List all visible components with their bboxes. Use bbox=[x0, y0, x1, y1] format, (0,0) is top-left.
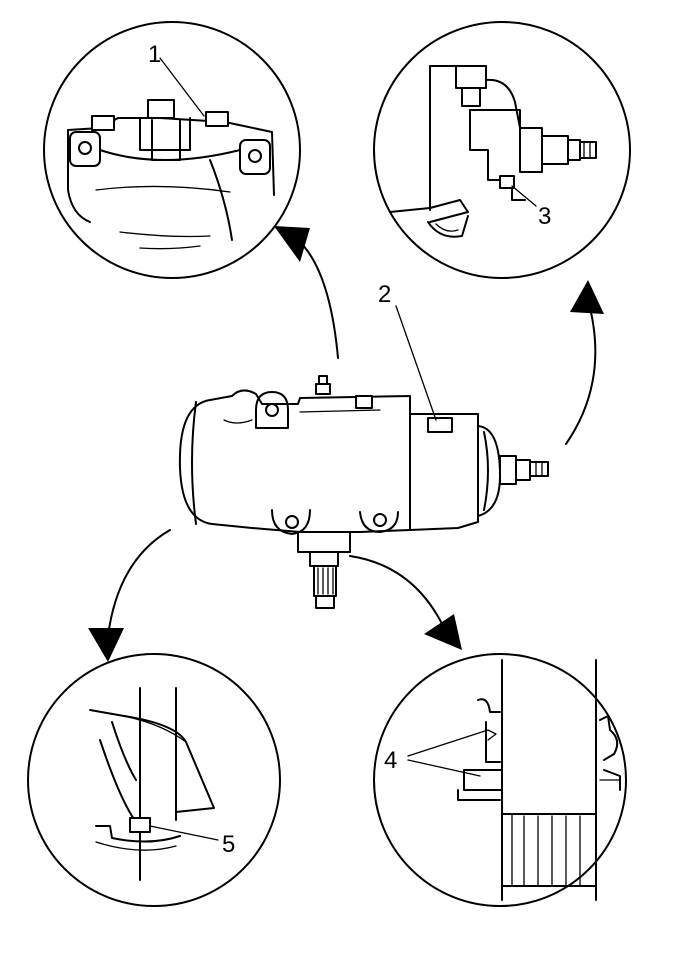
detail-bottom-right-art bbox=[407, 659, 621, 901]
detail-circle-outline bbox=[43, 21, 301, 279]
arrowhead bbox=[570, 280, 604, 314]
detail-circle-top-left: 1 bbox=[43, 21, 301, 279]
detail-top-left-art bbox=[67, 57, 275, 250]
arrow-to-bottom-left bbox=[88, 529, 171, 662]
gear-left-end-cap bbox=[178, 399, 213, 525]
detail-circle-bottom-right: 4 bbox=[373, 653, 627, 907]
detail-circle-bottom-left: 5 bbox=[27, 653, 281, 907]
arrow-to-bottom-right bbox=[349, 555, 462, 650]
detail-bottom-left-art bbox=[89, 687, 219, 881]
callout-4-leader-lower bbox=[407, 759, 481, 777]
detail-circle-outline bbox=[373, 21, 631, 279]
callout-5-leader bbox=[149, 825, 219, 841]
callout-1-label: 1 bbox=[148, 41, 161, 68]
callout-4-leader-upper bbox=[407, 729, 489, 757]
seal-target bbox=[129, 817, 151, 833]
detail-circle-outline bbox=[27, 653, 281, 907]
arrowhead bbox=[274, 226, 310, 262]
detail-circle-top-right: 3 bbox=[373, 21, 631, 279]
callout-3-leader bbox=[511, 185, 537, 207]
callout-5-label: 5 bbox=[222, 831, 235, 858]
arrowhead bbox=[424, 614, 462, 650]
callout-4-label: 4 bbox=[384, 747, 397, 774]
arrowhead bbox=[88, 628, 124, 662]
detail-circle-outline bbox=[373, 653, 627, 907]
arrow-to-top-left bbox=[274, 226, 339, 359]
valve-seal-slot bbox=[427, 417, 453, 433]
steering-gear-assembly bbox=[178, 305, 549, 609]
callout-2-leader bbox=[395, 305, 437, 421]
callout-1-leader bbox=[159, 57, 205, 117]
gear-housing bbox=[209, 389, 479, 533]
callout-2-label: 2 bbox=[378, 281, 391, 308]
detail-top-right-art bbox=[389, 65, 597, 238]
callout-3-label: 3 bbox=[538, 203, 551, 230]
arrow-to-top-right bbox=[565, 280, 604, 445]
